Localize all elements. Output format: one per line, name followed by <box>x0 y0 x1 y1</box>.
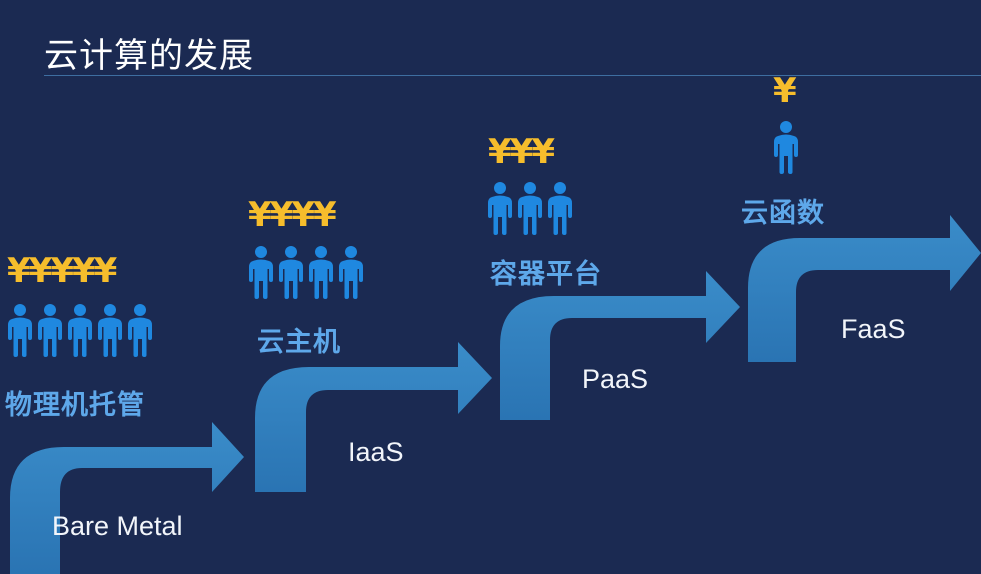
person-icon <box>488 182 512 235</box>
person-icon <box>8 304 32 357</box>
slide-title: 云计算的发展 <box>44 36 254 76</box>
cost-indicator-bare-metal: ¥¥¥¥¥ <box>7 251 117 291</box>
person-icon <box>128 304 152 357</box>
person-icon <box>548 182 572 235</box>
person-icon <box>339 246 363 299</box>
model-label-faas: 云函数 <box>741 198 825 229</box>
person-icon <box>774 121 798 174</box>
cost-indicator-iaas: ¥¥¥¥ <box>248 195 337 235</box>
people-row-paas <box>487 181 573 235</box>
people-row-iaas <box>248 245 364 299</box>
cost-indicator-paas: ¥¥¥ <box>488 132 555 172</box>
model-label-bare-metal: 物理机托管 <box>5 390 145 421</box>
person-icon <box>249 246 273 299</box>
model-label-paas: 容器平台 <box>490 259 602 290</box>
stage-label-bare-metal: Bare Metal <box>52 511 183 541</box>
person-icon <box>68 304 92 357</box>
stage-label-iaas: IaaS <box>348 437 404 467</box>
person-icon <box>518 182 542 235</box>
title-divider <box>44 75 981 76</box>
stage-label-faas: FaaS <box>841 314 906 344</box>
person-icon <box>309 246 333 299</box>
person-icon <box>98 304 122 357</box>
stage-label-paas: PaaS <box>582 364 649 394</box>
people-row-bare-metal <box>7 303 153 357</box>
model-label-iaas: 云主机 <box>257 327 341 358</box>
arrow-step-paas <box>500 271 740 420</box>
arrow-step-bare-metal <box>10 422 244 574</box>
cost-indicator-faas: ¥ <box>773 71 797 111</box>
person-icon <box>38 304 62 357</box>
arrow-step-faas <box>748 215 981 362</box>
arrow-step-iaas <box>255 342 492 492</box>
people-row-faas <box>773 120 799 174</box>
person-icon <box>279 246 303 299</box>
